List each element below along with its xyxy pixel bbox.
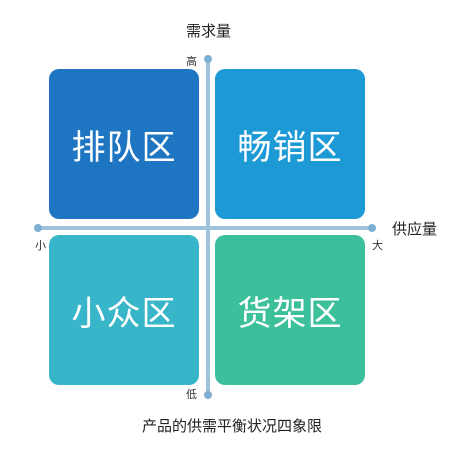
quadrant-bottom-left: 小众区 xyxy=(49,235,199,385)
quadrant-label-bottom-right: 货架区 xyxy=(237,293,343,334)
x-axis-line xyxy=(38,226,370,230)
x-axis-left-dot xyxy=(34,224,42,232)
quadrant-label-top-right: 畅销区 xyxy=(237,127,343,168)
y-axis-bottom-dot xyxy=(204,391,212,399)
x-axis-right-dot xyxy=(368,224,376,232)
x-axis-title: 供应量 xyxy=(392,220,438,238)
quadrant-bottom-right: 货架区 xyxy=(215,235,365,385)
quadrant-label-bottom-left: 小众区 xyxy=(71,293,177,334)
y-axis-high-label: 高 xyxy=(186,55,197,68)
quadrant-label-top-left: 排队区 xyxy=(71,127,177,168)
quadrant-top-right: 畅销区 xyxy=(215,69,365,219)
y-axis-title: 需求量 xyxy=(186,22,232,40)
y-axis-low-label: 低 xyxy=(186,388,197,401)
y-axis-top-dot xyxy=(204,55,212,63)
x-axis-small-label: 小 xyxy=(35,239,46,252)
diagram-caption: 产品的供需平衡状况四象限 xyxy=(141,417,322,435)
x-axis-large-label: 大 xyxy=(372,239,383,252)
quadrant-top-left: 排队区 xyxy=(49,69,199,219)
